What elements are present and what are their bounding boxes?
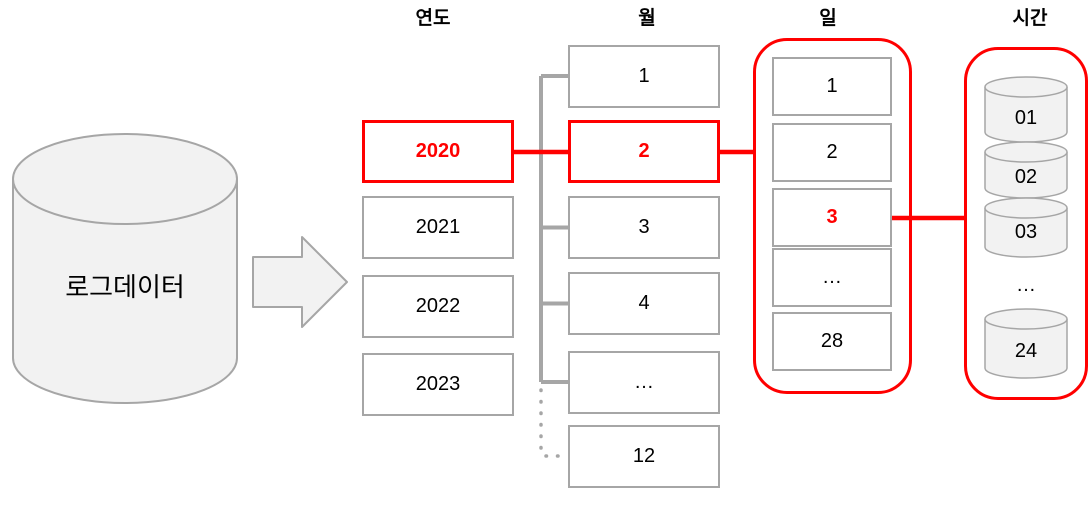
month-box-1: 1 [568, 45, 720, 108]
month-box-12: 12 [568, 425, 720, 488]
day-box-1: 1 [772, 57, 892, 116]
year-box-2020: 2020 [362, 120, 514, 183]
month-box-4: 4 [568, 272, 720, 335]
hour-column-header: 시간 [1012, 8, 1048, 29]
month-connector-lines [539, 74, 568, 384]
day-group-outline [753, 38, 912, 394]
day-box-ellipsis: … [772, 248, 892, 307]
day-box-2: 2 [772, 123, 892, 182]
month-connector-dotted-line [539, 388, 568, 458]
year-box-2023: 2023 [362, 353, 514, 416]
hour-label-24: 24 [1014, 340, 1038, 362]
day-column-header: 일 [819, 8, 837, 29]
log-database-cylinder-icon [12, 133, 238, 404]
hour-cylinders [984, 76, 1068, 379]
month-box-2: 2 [568, 120, 720, 183]
day-box-3: 3 [772, 188, 892, 247]
hour-cylinder-03 [984, 197, 1068, 258]
year-box-2021: 2021 [362, 196, 514, 259]
hour-label-03: 03 [1014, 221, 1038, 243]
hour-cylinder-02 [984, 141, 1068, 199]
hour-group-outline [964, 47, 1088, 400]
highlight-path-lines [514, 149, 964, 221]
month-box-ellipsis: … [568, 351, 720, 414]
hour-label-02: 02 [1014, 166, 1038, 188]
flow-arrow-icon [252, 236, 348, 328]
day-box-28: 28 [772, 312, 892, 371]
year-column-header: 연도 [415, 8, 451, 29]
log-data-label: 로그데이터 [65, 272, 185, 302]
hour-label-ellipsis: … [1016, 274, 1036, 296]
month-column-header: 월 [638, 8, 656, 29]
hour-label-01: 01 [1014, 107, 1038, 129]
month-box-3: 3 [568, 196, 720, 259]
year-box-2022: 2022 [362, 275, 514, 338]
